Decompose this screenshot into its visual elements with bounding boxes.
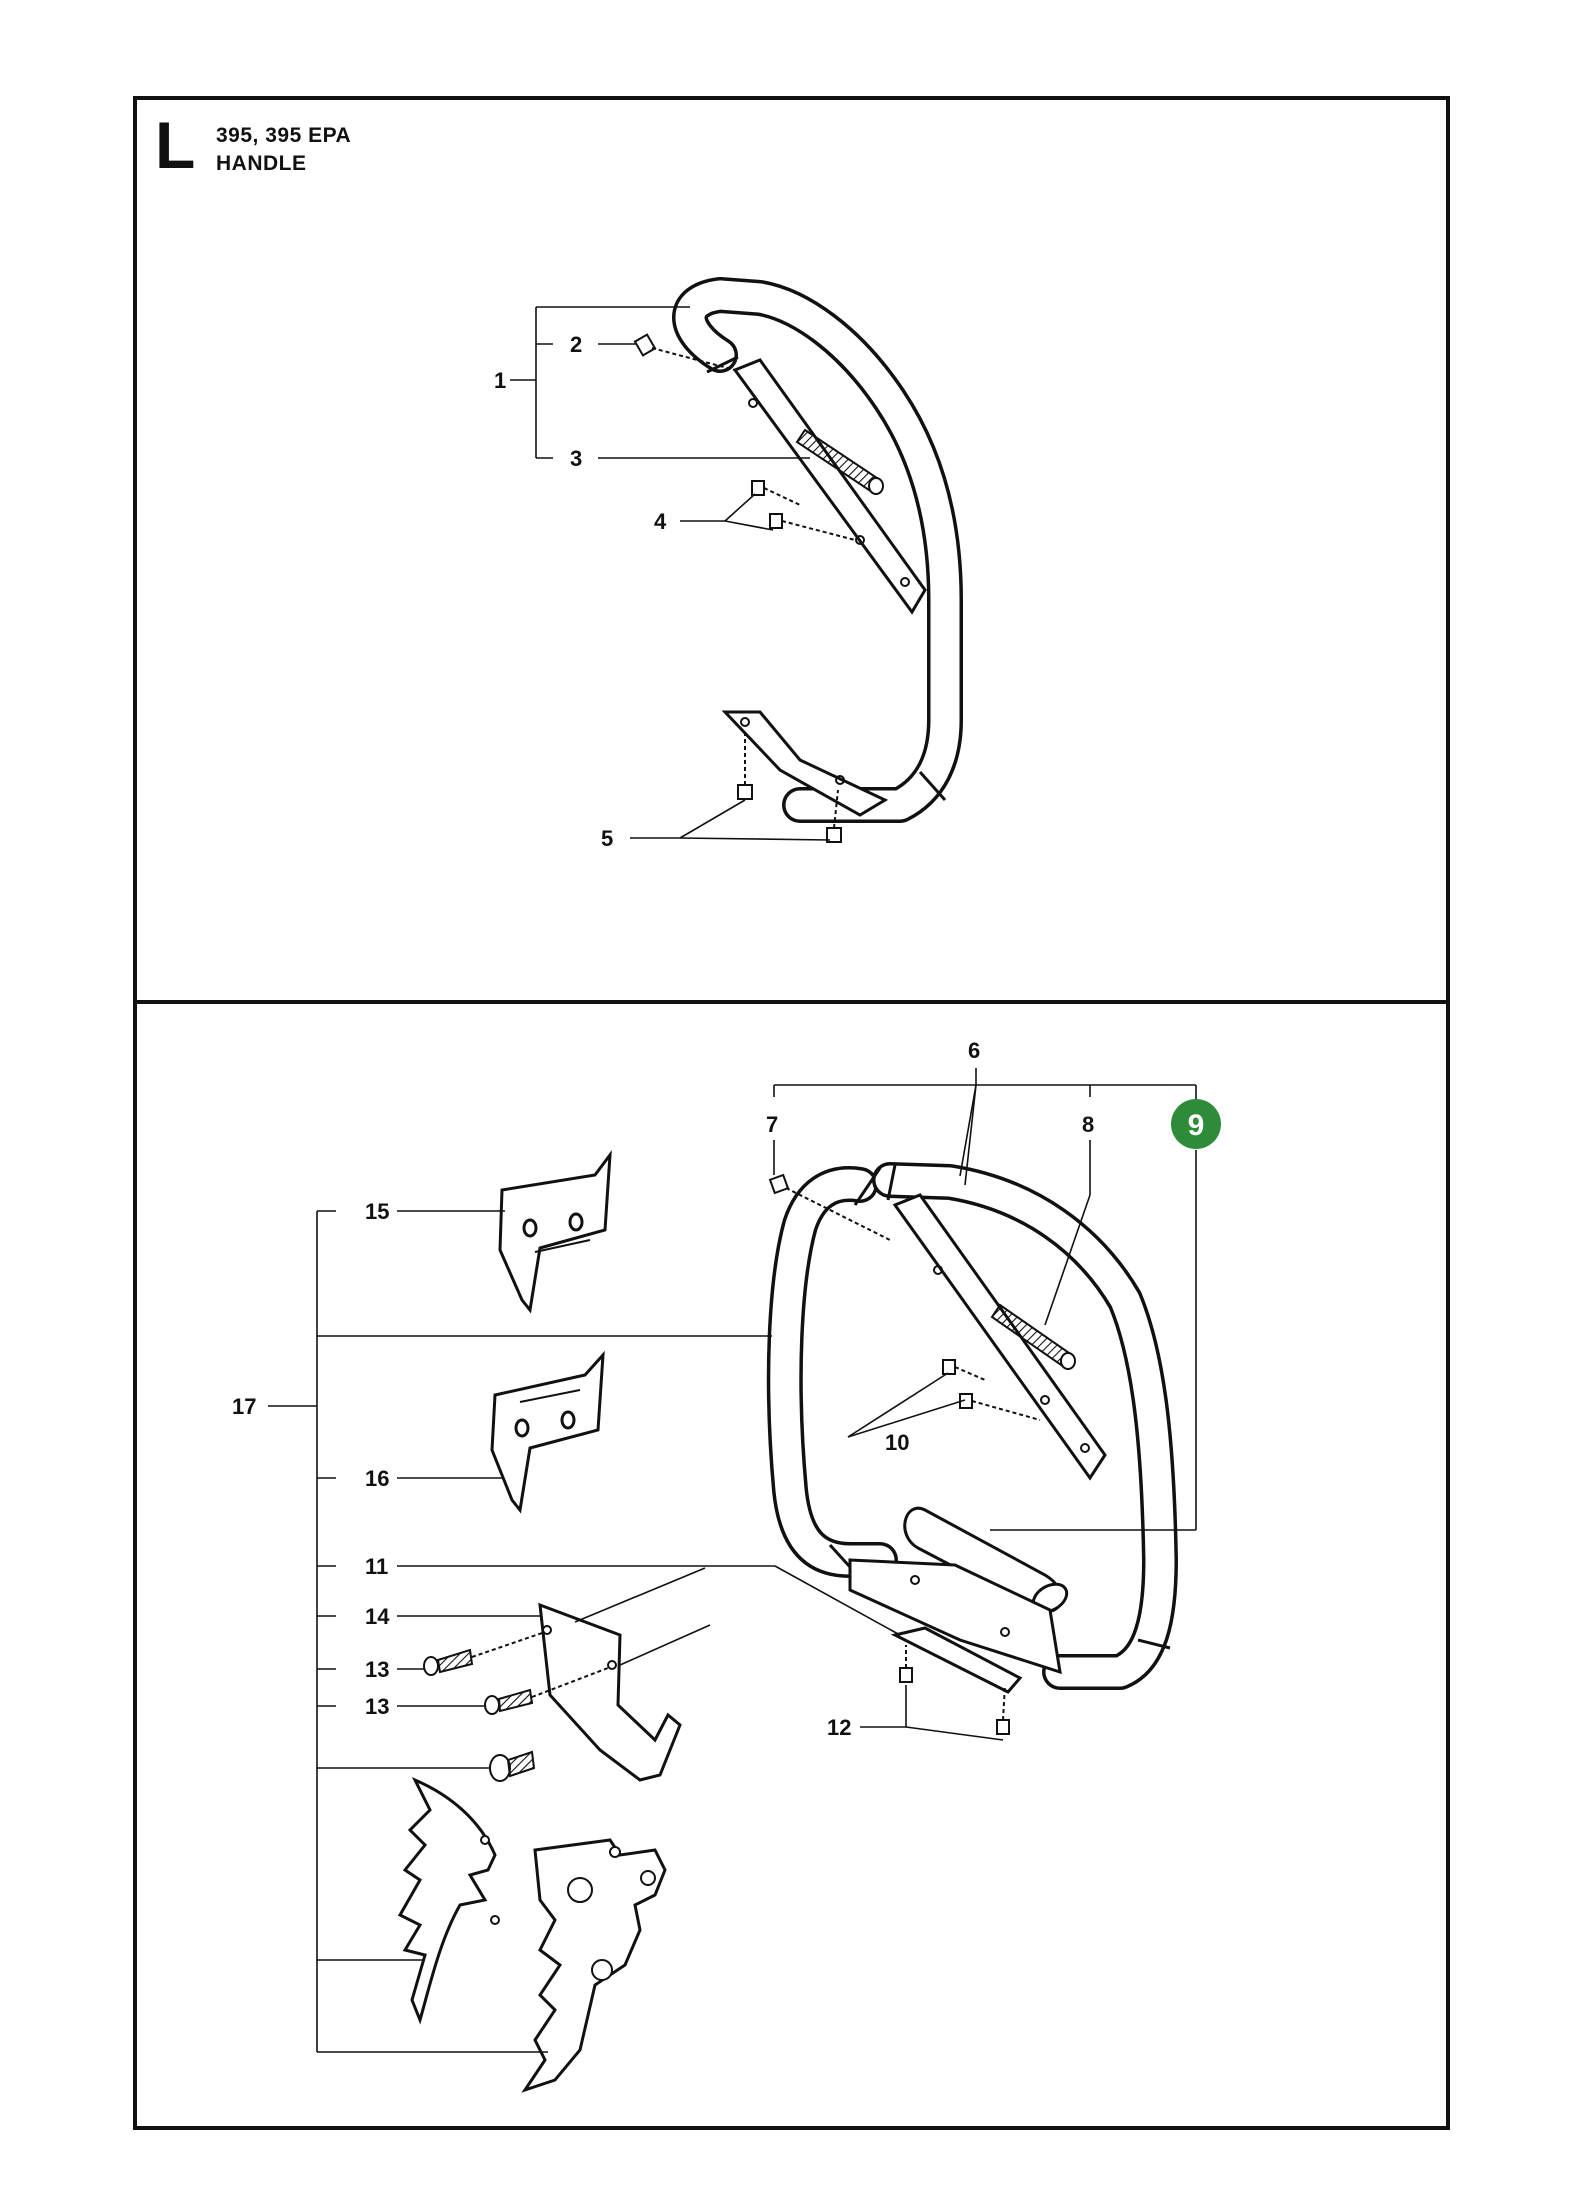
part-label-4: 4 (654, 509, 667, 534)
part-label-12: 12 (827, 1715, 851, 1740)
bar-plate-16 (490, 1350, 605, 1514)
part-label-10: 10 (885, 1430, 909, 1455)
screw-10b (959, 1393, 1041, 1421)
part-label-2: 2 (570, 332, 582, 357)
highlight-badge-9: 9 (1171, 1099, 1221, 1149)
clamp-plate (890, 1626, 1023, 1694)
top-handle-assembly (633, 277, 963, 843)
screw-12a (899, 1645, 913, 1683)
front-handle-tube (672, 277, 963, 823)
top-leaders (510, 306, 831, 841)
top-part-labels: 1 2 3 4 5 (494, 332, 667, 851)
part-label-17: 17 (232, 1394, 256, 1419)
full-vibration-spring (990, 1303, 1076, 1370)
screw-13a (423, 1631, 546, 1676)
badge-label: 9 (1188, 1109, 1205, 1142)
part-label-1: 1 (494, 368, 506, 393)
screw-5b (826, 789, 842, 843)
screw-12b (996, 1684, 1010, 1735)
lower-bracket (848, 1558, 1062, 1675)
part-label-8: 8 (1082, 1112, 1094, 1137)
badge-circle (1171, 1099, 1221, 1149)
bumper-spike-left (397, 1777, 500, 2025)
bottom-handle-assembly (766, 1162, 1178, 1735)
screw-13b (484, 1667, 609, 1715)
full-handle-strut (892, 1193, 1107, 1481)
part-label-7: 7 (766, 1112, 778, 1137)
screw-4b (769, 513, 856, 541)
bar-plate-15 (498, 1150, 612, 1314)
part-label-13a: 13 (365, 1657, 389, 1682)
bottom-bracket (721, 710, 889, 817)
part-label-11: 11 (365, 1554, 388, 1579)
part-label-16: 16 (365, 1466, 389, 1491)
bottom-part-labels: 6 7 8 10 11 12 13 13 14 15 16 17 (232, 1038, 1094, 1740)
section-letter: L (155, 108, 196, 182)
section-title: HANDLE (216, 152, 307, 175)
screw-7 (768, 1173, 891, 1241)
part-label-15: 15 (365, 1199, 389, 1224)
screw-2 (633, 333, 736, 371)
handle-strut (732, 358, 927, 615)
part-label-13b: 13 (365, 1694, 389, 1719)
diagram-frame (133, 96, 1450, 2130)
screw-4a (751, 480, 801, 506)
part-label-6: 6 (968, 1038, 980, 1063)
part-label-3: 3 (570, 446, 582, 471)
chain-guard-14 (538, 1567, 711, 1782)
screw-11 (489, 1750, 536, 1782)
part-label-14: 14 (365, 1604, 390, 1629)
panel-divider (133, 1000, 1450, 1004)
model-label: 395, 395 EPA (216, 124, 352, 147)
bumper-spike-right (521, 1838, 667, 2093)
screw-5a (737, 730, 753, 800)
screw-10a (942, 1359, 986, 1381)
vibration-spring (795, 428, 884, 495)
bottom-leaders (268, 1068, 1197, 2053)
part-label-5: 5 (601, 826, 613, 851)
